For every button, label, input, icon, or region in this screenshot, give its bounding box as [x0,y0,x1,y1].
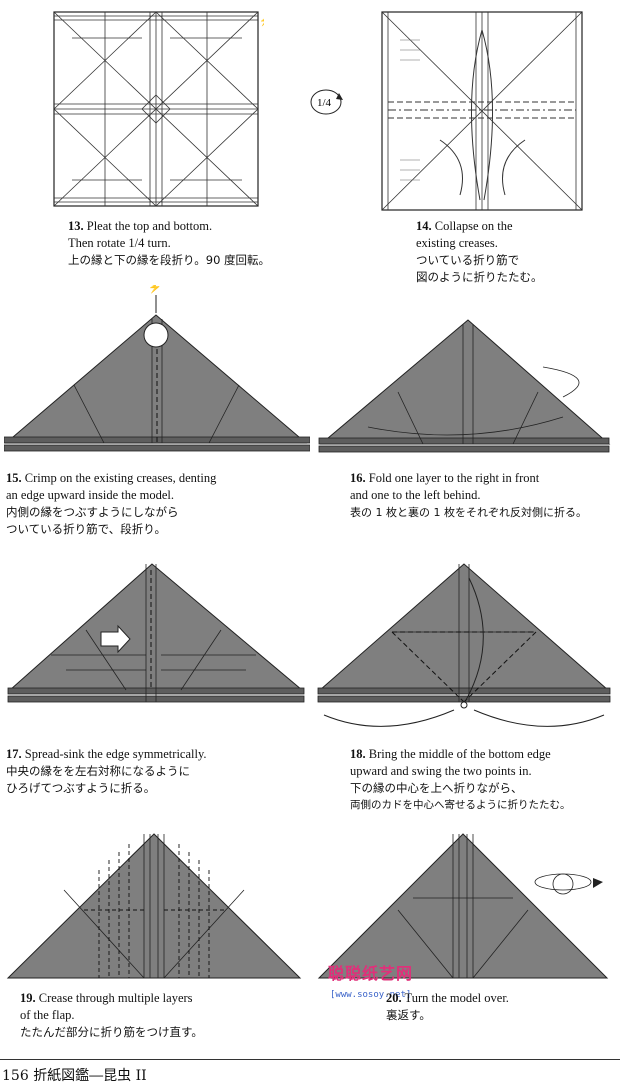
step-number: 17. [6,747,22,761]
diagram-step-16 [313,312,613,460]
caption-line: Pleat the top and bottom. [87,219,212,233]
rotate-quarter-icon: 1/4 [306,82,346,122]
caption-step-17: 17. Spread-sink the edge symmetrically. … [6,746,306,797]
diagram-step-13: ⚡ [52,10,264,210]
caption-line: Turn the model over. [405,991,509,1005]
diagram-step-14 [380,10,586,214]
watermark-logo: 聪聪纸艺网 [328,960,438,984]
caption-line-jp: 図のように折りたたむ。 [416,269,616,286]
step-number: 19. [20,991,36,1005]
caption-step-14: 14. Collapse on the existing creases. つい… [416,218,616,286]
caption-line-jp: 内側の縁をつぶすようにしながら [6,504,306,521]
caption-line-jp: ひろげてつぶすように折る。 [6,780,306,797]
caption-line: existing creases. [416,235,616,252]
caption-line: Crease through multiple layers [39,991,193,1005]
caption-line-jp: 両側のカドを中心へ寄せるように折りたたむ。 [350,797,618,814]
diagram-step-17 [6,560,306,708]
footer-rule [0,1059,620,1060]
rotation-label: 1/4 [317,97,332,109]
caption-line: Collapse on the [435,219,513,233]
caption-line-jp: たたんだ部分に折り筋をつけ直す。 [20,1024,300,1041]
caption-line-jp: 中央の縁をを左右対称になるように [6,763,306,780]
diagram-step-19 [4,830,304,986]
caption-line: Spread-sink the edge symmetrically. [25,747,207,761]
caption-line-jp: ついている折り筋で [416,252,616,269]
caption-line-jp: 裏返す。 [386,1007,616,1024]
caption-line: and one to the left behind. [350,487,618,504]
caption-step-18: 18. Bring the middle of the bottom edge … [350,746,618,814]
step-number: 15. [6,471,22,485]
caption-line: an edge upward inside the model. [6,487,306,504]
caption-step-13: 13. Pleat the top and bottom. Then rotat… [68,218,308,269]
caption-line: Bring the middle of the bottom edge [369,747,551,761]
step-number: 14. [416,219,432,233]
page-footer: 156 折紙図鑑―昆虫 II [0,1055,620,1087]
step-number: 20. [386,991,402,1005]
caption-line-jp: ついている折り筋で、段折り。 [6,521,306,538]
caption-line-jp: 表の 1 枚と裏の 1 枚をそれぞれ反対側に折る。 [350,504,618,521]
caption-line: Crimp on the existing creases, denting [25,471,217,485]
caption-line-jp: 上の縁と下の縁を段折り。90 度回転。 [68,252,308,269]
svg-text:⚡: ⚡ [148,285,162,294]
caption-line: Fold one layer to the right in front [369,471,539,485]
step-number: 16. [350,471,366,485]
caption-line: of the flap. [20,1007,300,1024]
caption-step-16: 16. Fold one layer to the right in front… [350,470,618,521]
caption-line-jp: 下の縁の中心を上へ折りながら、 [350,780,618,797]
diagram-step-15: ⚡ [4,285,310,457]
caption-step-20: 20. Turn the model over. 裏返す。 [386,990,616,1024]
svg-text:⚡: ⚡ [259,14,264,27]
page-number: 156 [2,1068,29,1084]
caption-step-19: 19. Crease through multiple layers of th… [20,990,300,1041]
step-number: 18. [350,747,366,761]
caption-step-15: 15. Crimp on the existing creases, denti… [6,470,306,538]
caption-line: upward and swing the two points in. [350,763,618,780]
caption-line: Then rotate 1/4 turn. [68,235,308,252]
step-number: 13. [68,219,84,233]
diagram-step-18 [314,560,614,740]
book-title: 折紙図鑑―昆虫 II [33,1068,147,1084]
